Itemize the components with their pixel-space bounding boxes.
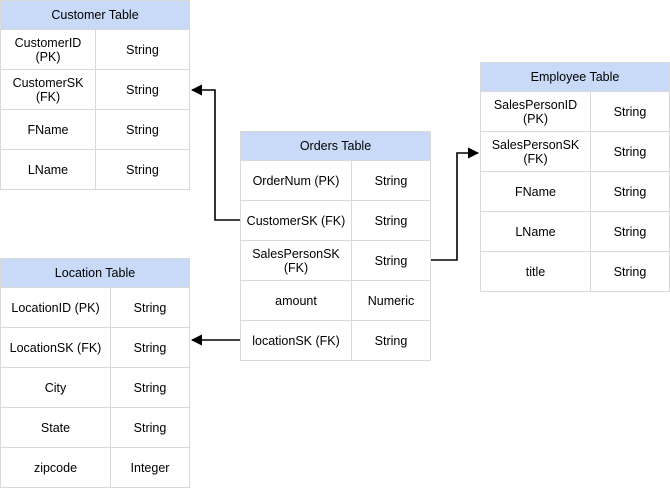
field-type: String [95,150,190,190]
table-row: FName String [0,110,190,150]
field-type: String [590,172,670,212]
connector-orders-to-customer [190,84,240,221]
field-name: LName [480,212,590,252]
table-row: locationSK (FK) String [240,321,431,361]
field-name: title [480,252,590,292]
field-name: OrderNum (PK) [240,161,351,201]
table-row: amount Numeric [240,281,431,321]
field-name: amount [240,281,351,321]
field-type: String [590,252,670,292]
field-name: LocationID (PK) [0,288,110,328]
table-row: CustomerID (PK) String [0,30,190,70]
entity-location-table[interactable]: Location Table LocationID (PK) String Lo… [0,258,190,488]
field-name: FName [480,172,590,212]
field-name: SalesPersonSK (FK) [480,132,590,172]
entity-customer-title: Customer Table [0,0,190,30]
connector-orders-to-employee [431,147,480,261]
entity-orders-title: Orders Table [240,131,431,161]
entity-orders-table[interactable]: Orders Table OrderNum (PK) String Custom… [240,131,431,361]
field-name: LocationSK (FK) [0,328,110,368]
table-row: LName String [0,150,190,190]
field-name: City [0,368,110,408]
field-type: String [351,201,431,241]
field-type: String [95,110,190,150]
table-row: SalesPersonID (PK) String [480,92,670,132]
table-row: title String [480,252,670,292]
field-type: String [110,288,190,328]
field-type: String [351,321,431,361]
field-type: String [95,30,190,70]
table-row: CustomerSK (FK) String [240,201,431,241]
table-row: State String [0,408,190,448]
field-type: Numeric [351,281,431,321]
field-type: String [590,212,670,252]
entity-employee-table[interactable]: Employee Table SalesPersonID (PK) String… [480,62,670,292]
entity-customer-table[interactable]: Customer Table CustomerID (PK) String Cu… [0,0,190,190]
field-name: zipcode [0,448,110,488]
field-name: LName [0,150,95,190]
entity-location-title: Location Table [0,258,190,288]
table-row: CustomerSK (FK) String [0,70,190,110]
table-row: zipcode Integer [0,448,190,488]
entity-employee-title: Employee Table [480,62,670,92]
table-row: LocationID (PK) String [0,288,190,328]
table-row: OrderNum (PK) String [240,161,431,201]
table-row: City String [0,368,190,408]
field-type: String [351,241,431,281]
field-type: Integer [110,448,190,488]
field-name: FName [0,110,95,150]
field-type: String [110,328,190,368]
field-type: String [110,408,190,448]
field-name: SalesPersonID (PK) [480,92,590,132]
field-type: String [590,92,670,132]
field-name: SalesPersonSK (FK) [240,241,351,281]
field-name: locationSK (FK) [240,321,351,361]
field-type: String [590,132,670,172]
field-name: State [0,408,110,448]
table-row: LocationSK (FK) String [0,328,190,368]
table-row: SalesPersonSK (FK) String [480,132,670,172]
table-row: SalesPersonSK (FK) String [240,241,431,281]
field-name: CustomerID (PK) [0,30,95,70]
field-type: String [351,161,431,201]
field-type: String [95,70,190,110]
field-name: CustomerSK (FK) [240,201,351,241]
table-row: LName String [480,212,670,252]
field-type: String [110,368,190,408]
field-name: CustomerSK (FK) [0,70,95,110]
table-row: FName String [480,172,670,212]
